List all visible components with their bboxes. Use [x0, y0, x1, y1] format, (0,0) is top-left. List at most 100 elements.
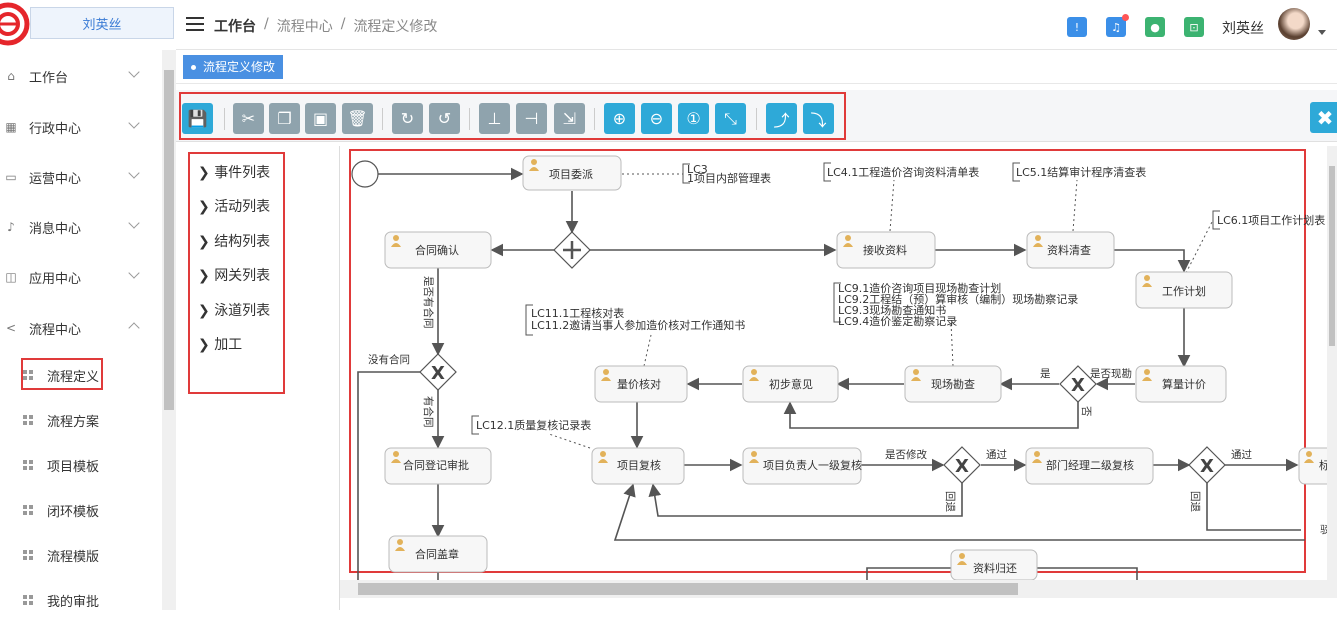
top-header: 工作台 / 流程中心 / 流程定义修改 ! ♫ ● ⊡ 刘英丝 [176, 0, 1337, 50]
annotation-text: LC9.4造价鉴定勘察记录 [838, 314, 957, 328]
scrollbar-thumb[interactable] [358, 583, 1018, 595]
sidebar-item-messages[interactable]: ♪消息中心 [0, 204, 160, 250]
breadcrumb-item[interactable]: 流程中心 [276, 19, 333, 35]
align-horizontal-icon[interactable]: ⊥ [479, 103, 510, 134]
annotations: LC3 1项目内部管理表 LC4.1工程造价咨询资料清单表 LC5.1结算审计程… [471, 162, 1325, 435]
save-icon[interactable]: 💾 [182, 103, 213, 134]
sidebar-item-label: 应用中心 [29, 271, 82, 287]
delete-icon[interactable]: 🗑 [342, 103, 373, 134]
task-node[interactable]: 合同登记审批 [384, 447, 492, 485]
exclusive-gateway[interactable]: X [419, 353, 457, 391]
align-vertical-icon[interactable]: ⊣ [516, 103, 547, 134]
edge-label: 没有合同 [368, 353, 410, 366]
svg-text:X: X [955, 456, 969, 477]
sidebar-subitem-process-definition[interactable]: 流程定义 [0, 355, 160, 395]
task-node[interactable]: 现场勘查 [904, 365, 1002, 403]
sidebar-subitem-label: 流程定义 [47, 369, 100, 385]
task-node[interactable]: 项目负责人一级复核 [742, 447, 862, 485]
scrollbar-thumb[interactable] [1329, 166, 1335, 346]
list-item-label: 活动列表 [214, 199, 271, 215]
list-item-structures[interactable]: ❯ 结构列表 [198, 234, 271, 250]
sidebar-subitem-process-plan[interactable]: 流程方案 [0, 400, 160, 440]
canvas-vertical-scrollbar[interactable] [1327, 146, 1337, 580]
task-label: 现场勘查 [931, 377, 975, 391]
list-item-gateways[interactable]: ❯ 网关列表 [198, 268, 271, 284]
breadcrumb-item[interactable]: 工作台 [214, 19, 256, 35]
menu-icon[interactable] [186, 17, 204, 31]
task-label: 项目复核 [617, 458, 661, 472]
zoom-fit-icon[interactable]: ⤡ [715, 103, 746, 134]
start-event[interactable] [351, 160, 379, 188]
task-node[interactable]: 资料清查 [1026, 231, 1115, 269]
remove-edge-icon[interactable]: ⤵ [803, 103, 834, 134]
close-icon[interactable]: ✖ [1310, 102, 1337, 133]
task-node[interactable]: 算量计价 [1135, 365, 1227, 403]
list-item-activities[interactable]: ❯ 活动列表 [198, 199, 271, 215]
redo-icon[interactable]: ↻ [392, 103, 423, 134]
avatar[interactable] [1278, 8, 1310, 40]
copy-icon[interactable]: ❐ [269, 103, 300, 134]
undo-icon[interactable]: ↺ [429, 103, 460, 134]
sidebar-item-operations[interactable]: ▭运营中心 [0, 154, 160, 200]
task-node[interactable]: 标 [1298, 447, 1330, 485]
notification-dot [1122, 14, 1129, 21]
task-node[interactable]: 合同盖章 [388, 535, 488, 573]
annotation-text: LC3 [687, 163, 708, 176]
cut-icon[interactable]: ✂ [233, 103, 264, 134]
notification-bell-icon[interactable]: ♫ [1106, 14, 1129, 37]
exclusive-gateway[interactable]: X [1059, 365, 1097, 403]
task-label: 部门经理二级复核 [1046, 458, 1134, 472]
task-node[interactable]: 项目复核 [591, 447, 685, 485]
edge-label: 否 [1080, 406, 1092, 417]
tab-process-definition-edit[interactable]: 流程定义修改 [183, 55, 284, 79]
zoom-actual-icon[interactable]: ① [678, 103, 709, 134]
task-node[interactable]: 初步意见 [742, 365, 839, 403]
zoom-out-icon[interactable]: ⊖ [641, 103, 672, 134]
breadcrumb-separator: / [264, 16, 269, 32]
task-node[interactable]: 合同确认 [384, 231, 492, 269]
paste-icon[interactable]: ▣ [305, 103, 336, 134]
sidebar-item-workbench[interactable]: ⌂工作台 [0, 53, 160, 99]
task-node[interactable]: 量价核对 [594, 365, 688, 403]
sidebar-subitem-loop-template[interactable]: 闭环模板 [0, 490, 160, 530]
username[interactable]: 刘英丝 [1222, 21, 1264, 37]
task-label: 标 [1319, 458, 1330, 472]
user-name-box[interactable]: 刘英丝 [30, 7, 174, 39]
edge-label: 回退 [944, 491, 956, 512]
list-item-process[interactable]: ❯ 加工 [198, 337, 243, 353]
exclusive-gateway[interactable]: X [1188, 446, 1226, 484]
bell-icon: ♪ [7, 220, 15, 234]
task-node[interactable]: 资料归还 [950, 549, 1038, 580]
list-item-events[interactable]: ❯ 事件列表 [198, 165, 271, 181]
bag-icon[interactable]: ⊡ [1184, 17, 1204, 37]
task-node[interactable]: 项目委派 [522, 155, 622, 191]
separator [382, 108, 383, 130]
caret-down-icon[interactable] [1318, 30, 1326, 35]
task-node[interactable]: 接收资料 [836, 231, 936, 269]
sidebar-subitem-flow-template[interactable]: 流程模版 [0, 535, 160, 575]
scrollbar-thumb[interactable] [164, 70, 174, 410]
sidebar-subitem-my-approvals[interactable]: 我的审批 [0, 580, 160, 620]
sidebar-subitem-label: 项目模板 [47, 459, 100, 475]
info-icon[interactable]: ! [1067, 17, 1087, 37]
sidebar-subitem-label: 闭环模板 [47, 504, 100, 520]
exclusive-gateway[interactable]: X [943, 446, 981, 484]
parallel-gateway[interactable] [553, 231, 591, 269]
same-size-icon[interactable]: ⇲ [554, 103, 585, 134]
diagram-canvas[interactable]: X X X X 项目委派 合同确认 接收资料 资料清查 工作计划 算量计价 现场… [339, 146, 1337, 610]
list-item-swimlanes[interactable]: ❯ 泳道列表 [198, 303, 271, 319]
tab-bar: 流程定义修改 [176, 50, 1337, 84]
task-node[interactable]: 工作计划 [1135, 271, 1233, 309]
zoom-in-icon[interactable]: ⊕ [604, 103, 635, 134]
sidebar-scrollbar[interactable] [162, 50, 176, 610]
task-node[interactable]: 部门经理二级复核 [1025, 447, 1154, 485]
canvas-horizontal-scrollbar[interactable] [340, 580, 1337, 598]
message-icon[interactable]: ● [1145, 17, 1165, 37]
sidebar-item-apps[interactable]: ◫应用中心 [0, 254, 160, 300]
annotation-text: LC9.1造价咨询项目现场勘查计划 [838, 281, 1001, 295]
sidebar-item-workflow[interactable]: <流程中心 [0, 305, 160, 351]
sidebar-subitem-project-template[interactable]: 项目模板 [0, 445, 160, 485]
sidebar-item-admin[interactable]: ▦行政中心 [0, 104, 160, 150]
process-diagram[interactable]: X X X X 项目委派 合同确认 接收资料 资料清查 工作计划 算量计价 现场… [340, 146, 1330, 580]
add-edge-icon[interactable]: ⤴ [766, 103, 797, 134]
